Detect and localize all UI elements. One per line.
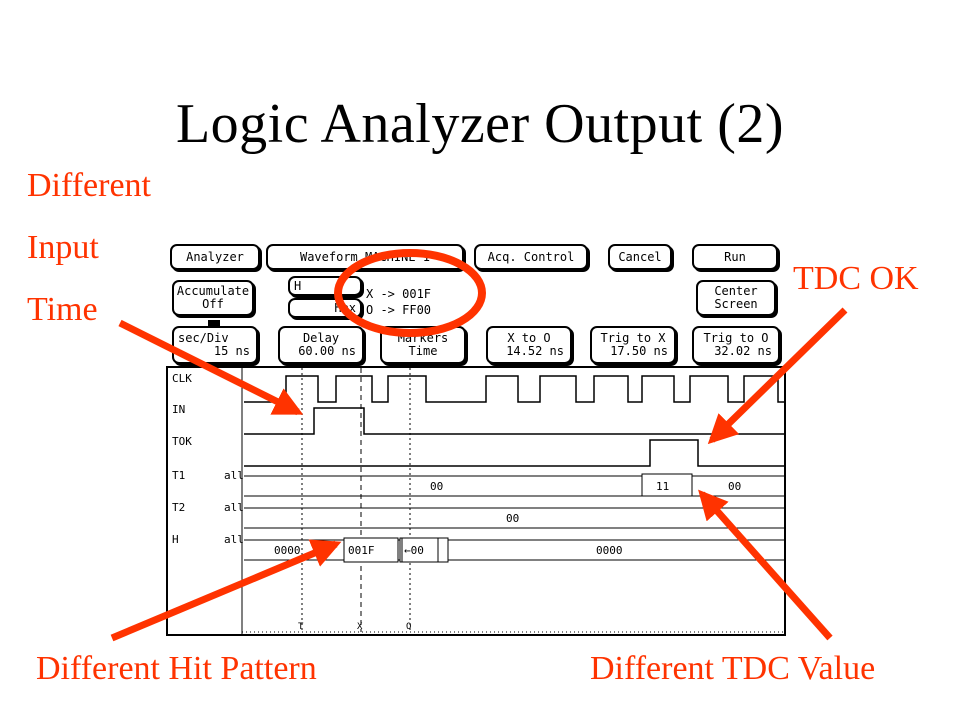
t2-value: 00 (506, 512, 520, 525)
acq-control-button[interactable]: Acq. Control (474, 244, 588, 270)
slide-title: Logic Analyzer Output (2) (175, 93, 785, 155)
marker-t-label: T (298, 622, 304, 632)
x-to-o-field[interactable]: X to O 14.52 ns (486, 326, 572, 364)
channel-mode-t1: all (224, 469, 244, 482)
t1-value-left: 00 (430, 480, 444, 493)
accumulate-button[interactable]: Accumulate Off (172, 280, 254, 316)
waveform-traces (241, 368, 784, 636)
cancel-button[interactable]: Cancel (608, 244, 672, 270)
tok-trace (244, 439, 784, 467)
channel-label-t2: T2 (172, 501, 186, 514)
analyzer-button[interactable]: Analyzer (170, 244, 260, 270)
base-h-field[interactable]: H (288, 276, 362, 296)
marker-x-value: X -> 001F (366, 287, 432, 301)
hit-pattern-annotation: Different Hit Pattern (36, 650, 317, 687)
h-value-a: 001F (348, 544, 375, 557)
h-segment-a (343, 537, 399, 563)
run-button[interactable]: Run (692, 244, 778, 270)
h-segment-b (399, 537, 449, 563)
channel-label-h: H (172, 533, 179, 546)
t1-mid-segment (641, 473, 693, 497)
trig-to-x-field[interactable]: Trig to X 17.50 ns (590, 326, 676, 364)
h-value-b: ←00 (404, 544, 424, 557)
trig-to-o-field[interactable]: Trig to O 32.02 ns (692, 326, 780, 364)
t1-value-mid: 11 (656, 480, 670, 493)
marker-x-label: X (357, 622, 363, 632)
input-time-annotation: Different Input Time (27, 155, 151, 341)
waveform-panel: CLK IN TOK T1 all T2 all H all (166, 366, 786, 636)
waveform-menu-button[interactable]: Waveform MACHINE 1 (266, 244, 464, 270)
accumulate-label: Accumulate (176, 284, 250, 298)
markers-mode-button[interactable]: Markers Time (380, 326, 466, 364)
base-hex-field[interactable]: Hex (288, 298, 362, 318)
tdc-value-annotation: Different TDC Value (590, 650, 876, 687)
channel-label-tok: TOK (172, 435, 192, 448)
sec-div-field[interactable]: sec/Div 15 ns (172, 326, 258, 364)
delay-field[interactable]: Delay 60.00 ns (278, 326, 364, 364)
channel-label-t1: T1 (172, 469, 186, 482)
input-time-line-1: Different (27, 167, 151, 204)
marker-o-value: O -> FF00 (366, 303, 432, 317)
clk-trace (244, 375, 784, 403)
input-time-line-2: Input (27, 229, 99, 266)
center-screen-button[interactable]: Center Screen (696, 280, 776, 316)
logic-analyzer-screen: Analyzer Waveform MACHINE 1 Acq. Control… (166, 240, 786, 645)
marker-o-label: O (406, 622, 412, 632)
h-value-left: 0000 (274, 544, 301, 557)
in-trace (244, 407, 784, 435)
input-time-line-3: Time (27, 291, 98, 328)
channel-mode-t2: all (224, 501, 244, 514)
accumulate-value: Off (202, 297, 224, 311)
h-value-right: 0000 (596, 544, 623, 557)
t1-value-right: 00 (728, 480, 742, 493)
tdc-ok-annotation: TDC OK (793, 260, 919, 297)
